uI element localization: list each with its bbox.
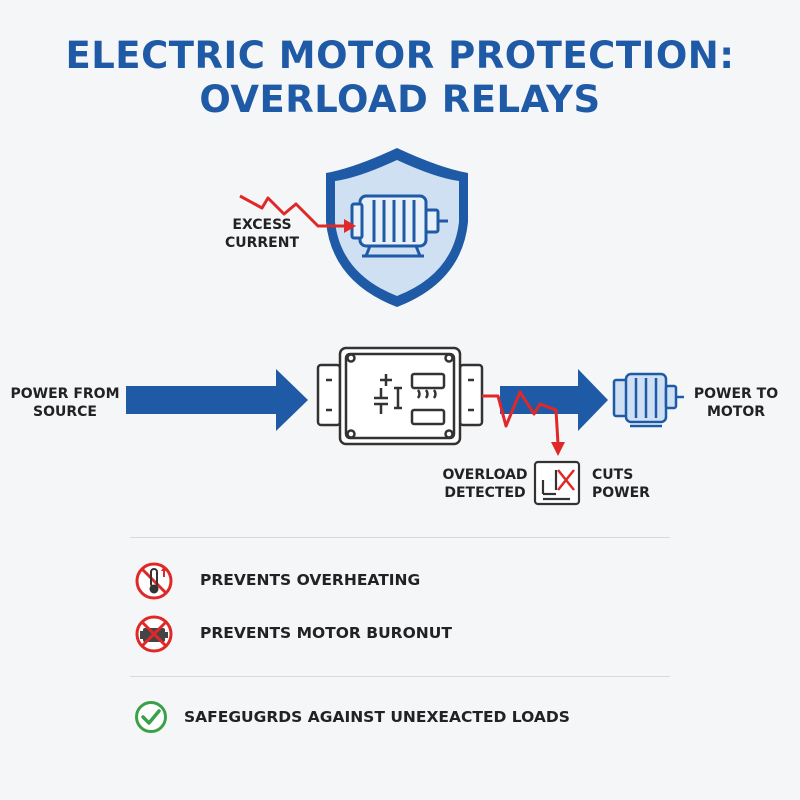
power-from-source-label: POWER FROM SOURCE [10,386,120,420]
input-power-arrow [126,369,308,431]
title-line-2: OVERLOAD RELAYS [199,78,601,121]
overload-arrowhead [551,442,565,456]
cuts-power-label: CUTS POWER [592,467,650,501]
excess-current-zigzag [239,194,346,228]
divider-top [130,537,670,538]
cut-power-document-icon [533,460,581,506]
page-title: ELECTRIC MOTOR PROTECTION: OVERLOAD RELA… [0,34,800,122]
overload-zigzag [482,390,560,445]
thermometer-prohibited-icon [135,562,173,600]
benefit-text-burnout: PREVENTS MOTOR BURONUT [200,624,452,642]
output-motor-icon [612,372,684,428]
check-circle-icon [135,701,167,733]
overload-relay-icon [316,346,484,446]
overload-detected-label: OVERLOAD DETECTED [442,467,528,501]
excess-current-arrowhead [344,219,356,233]
divider-bottom [130,676,670,677]
excess-current-label: EXCESS CURRENT [224,217,300,251]
title-line-1: ELECTRIC MOTOR PROTECTION: [65,34,735,77]
benefit-text-unexpected-loads: SAFEGUGRDS AGAINST UNEXEACTED LOADS [184,708,570,726]
motor-in-shield [350,194,448,258]
motor-burnout-prohibited-icon [135,615,173,653]
benefit-text-overheating: PREVENTS OVERHEATING [200,571,421,589]
power-to-motor-label: POWER TO MOTOR [693,386,779,420]
output-power-arrow [500,369,608,431]
